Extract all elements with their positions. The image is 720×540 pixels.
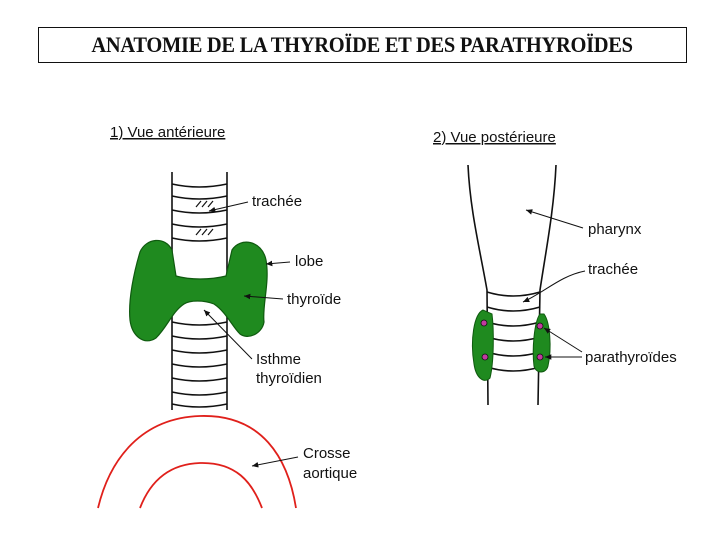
label-aortic-line2: aortique <box>303 465 357 482</box>
aortic-arch <box>97 415 297 509</box>
label-trachea-anterior: trachée <box>252 193 302 210</box>
thyroid-left-lobe-posterior <box>471 309 494 381</box>
label-isthmus-line2: thyroïdien <box>256 370 322 387</box>
parathyroid-glands <box>480 319 544 361</box>
label-isthmus-line1: Isthme <box>256 351 301 368</box>
parathyroid-dot <box>536 353 544 361</box>
parathyroid-dot <box>481 353 489 361</box>
label-pharynx: pharynx <box>588 221 642 238</box>
label-aortic-line1: Crosse <box>303 445 351 462</box>
parathyroid-dot <box>536 322 544 330</box>
pharynx-outline <box>467 164 557 406</box>
thyroid-gland <box>129 239 268 342</box>
page-title: ANATOMIE DE LA THYROÏDE ET DES PARATHYRO… <box>91 32 634 57</box>
title-box: ANATOMIE DE LA THYROÏDE ET DES PARATHYRO… <box>38 27 687 63</box>
label-trachea-posterior: trachée <box>588 261 638 278</box>
parathyroid-dot <box>480 319 488 327</box>
label-lobe: lobe <box>295 253 323 270</box>
label-parathyroids: parathyroïdes <box>585 349 677 366</box>
posterior-view-heading: 2) Vue postérieure <box>433 129 556 146</box>
anterior-trachea <box>171 172 228 410</box>
anterior-view-heading: 1) Vue antérieure <box>110 124 225 141</box>
posterior-trachea-rings <box>486 291 541 372</box>
trachea-hatch <box>195 200 214 236</box>
label-thyroid: thyroïde <box>287 291 341 308</box>
